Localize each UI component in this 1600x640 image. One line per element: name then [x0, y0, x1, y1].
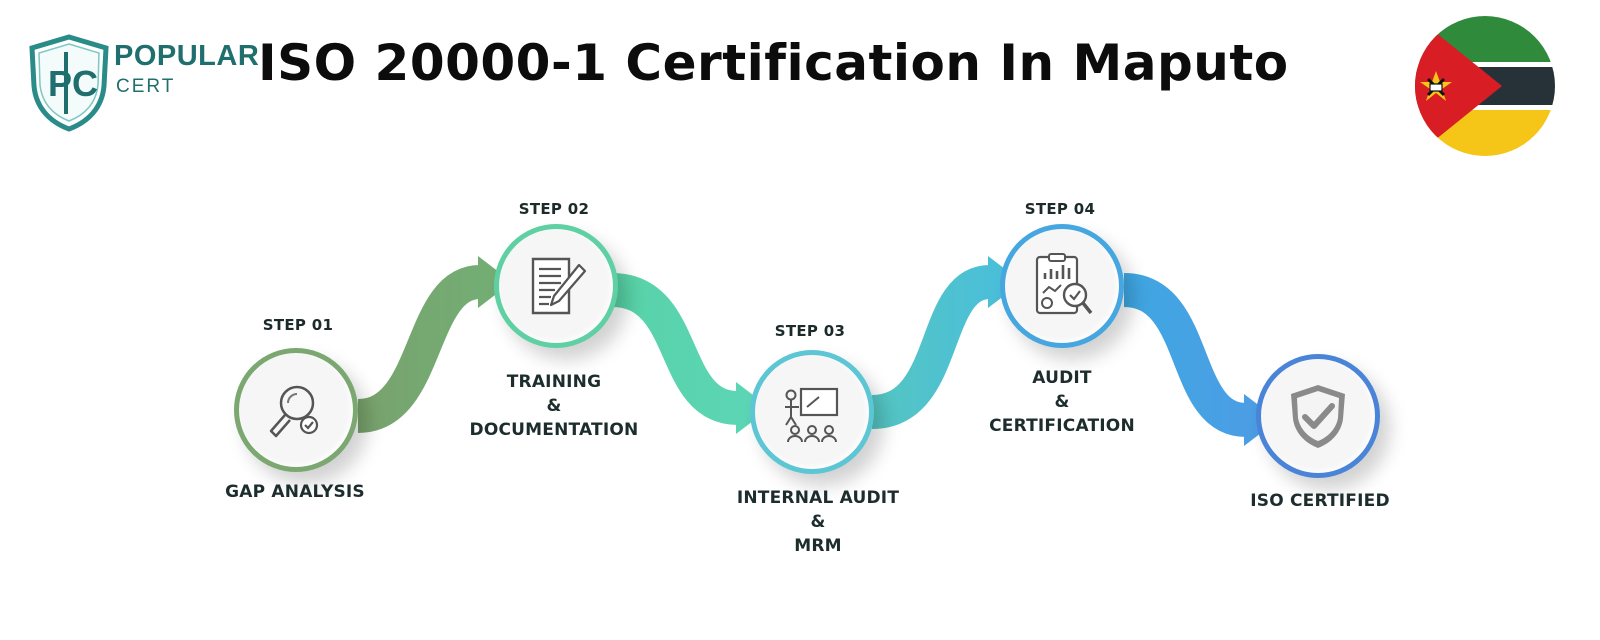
step-2-label: STEP 02	[518, 200, 590, 218]
shield-check-icon	[1291, 385, 1345, 448]
flow-arrow-2	[610, 273, 740, 425]
presentation-board-icon	[785, 387, 839, 443]
caption-line: &	[810, 512, 826, 532]
step-5-circle	[1256, 354, 1380, 478]
caption-line: MRM	[794, 536, 842, 556]
caption-line: CERTIFICATION	[989, 416, 1135, 436]
brand-logo: PC POPULAR CERT	[28, 34, 259, 134]
flow-arrow-1	[356, 265, 483, 433]
step-4-label: STEP 04	[1024, 200, 1096, 218]
step-1-caption: GAP ANALYSIS	[208, 480, 382, 504]
step-3-label: STEP 03	[774, 322, 846, 340]
caption-line: &	[1054, 392, 1070, 412]
magnifier-check-icon	[269, 385, 319, 438]
step-2-circle	[494, 224, 618, 348]
page-title: ISO 20000-1 Certification In Maputo	[258, 34, 1289, 92]
step-2-caption: TRAINING & DOCUMENTATION	[456, 370, 652, 442]
step-5-caption: ISO CERTIFIED	[1232, 489, 1408, 513]
step-1-circle	[234, 348, 358, 472]
caption-line: AUDIT	[1032, 368, 1092, 388]
report-magnifier-icon	[1035, 253, 1093, 315]
brand-name-line1: POPULAR	[114, 40, 260, 72]
caption-line: ISO CERTIFIED	[1250, 491, 1390, 511]
caption-line: &	[546, 396, 562, 416]
document-pencil-icon	[531, 257, 587, 315]
brand-monogram: PC	[48, 63, 98, 104]
flow-arrow-4	[1122, 273, 1248, 437]
step-3-circle	[750, 350, 874, 474]
step-1-label: STEP 01	[262, 316, 334, 334]
step-4-caption: AUDIT & CERTIFICATION	[972, 366, 1152, 438]
step-4-circle	[1000, 224, 1124, 348]
caption-line: GAP ANALYSIS	[225, 482, 365, 502]
shield-logo-icon: PC	[29, 34, 109, 132]
brand-name-line2: CERT	[116, 76, 176, 97]
flow-arrow-3	[870, 265, 993, 429]
mozambique-flag-icon	[1415, 16, 1555, 156]
caption-line: DOCUMENTATION	[469, 420, 639, 440]
step-3-caption: INTERNAL AUDIT & MRM	[718, 486, 918, 558]
caption-line: TRAINING	[506, 372, 602, 392]
caption-line: INTERNAL AUDIT	[736, 488, 900, 508]
